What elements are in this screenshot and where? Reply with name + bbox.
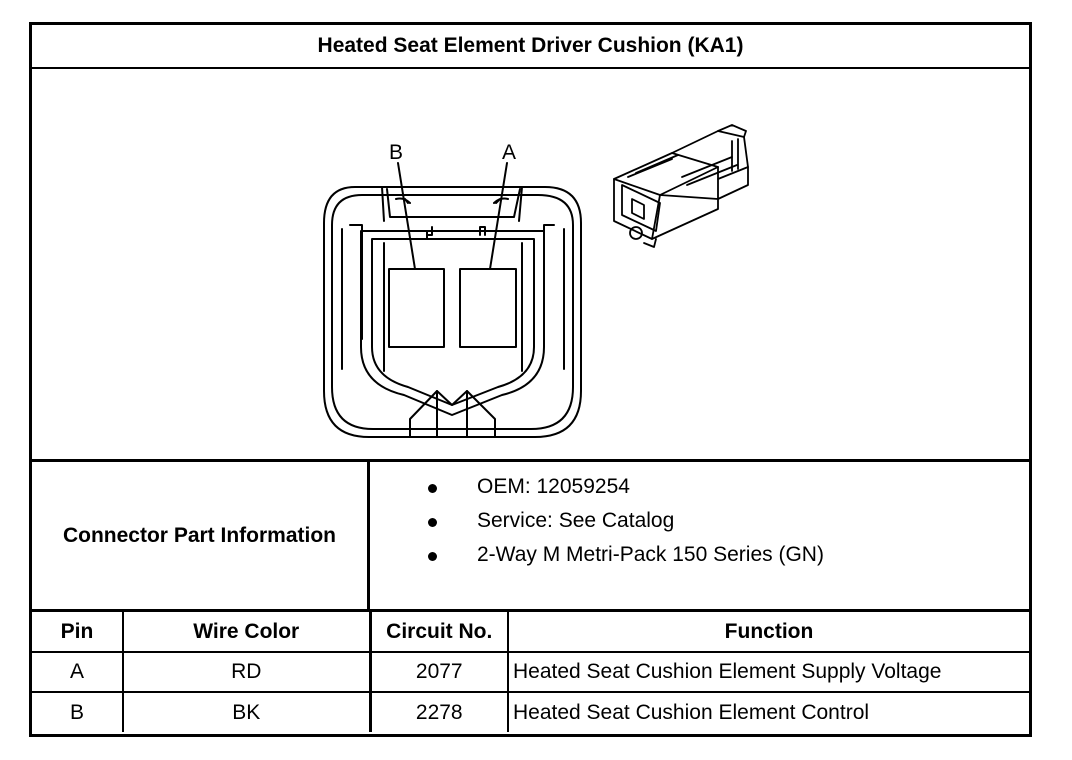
function-cell: Heated Seat Cushion Element Control <box>507 691 1029 732</box>
service-part-number: Service: See Catalog <box>477 509 675 532</box>
connector-diagram-area: B A <box>32 69 1029 462</box>
cavity-frame <box>360 230 545 416</box>
function-cell: Heated Seat Cushion Element Supply Volta… <box>507 651 1029 693</box>
table-row: A RD 2077 Heated Seat Cushion Element Su… <box>32 651 1029 693</box>
bottom-key <box>409 390 496 438</box>
sheet-title: Heated Seat Element Driver Cushion (KA1) <box>32 25 1029 69</box>
connector-latch <box>386 188 521 218</box>
keying-notch-right <box>479 226 486 236</box>
wire-color-cell: BK <box>122 691 371 732</box>
connector-housing-outline <box>323 186 582 438</box>
header-circuit-no: Circuit No. <box>368 612 509 653</box>
bullet-icon <box>428 552 437 561</box>
bullet-icon <box>428 518 437 527</box>
header-function: Function <box>507 612 1029 653</box>
pin-cell: B <box>32 691 124 732</box>
connector-info-sheet: Heated Seat Element Driver Cushion (KA1) <box>29 22 1032 737</box>
wire-color-cell: RD <box>122 651 371 693</box>
pin-b-leader <box>397 162 416 270</box>
pinout-table: Pin Wire Color Circuit No. Function A RD… <box>32 612 1029 732</box>
connector-face-diagram: B A <box>323 124 749 438</box>
pin-a-leader <box>489 162 508 270</box>
connector-part-info-list: OEM: 12059254 Service: See Catalog 2-Way… <box>370 462 1029 609</box>
terminal-cavity-b <box>388 268 445 348</box>
keying-notch-left <box>426 226 433 240</box>
pin-label-a: A <box>502 141 516 164</box>
header-wire-color: Wire Color <box>122 612 371 653</box>
connector-part-info-label: Connector Part Information <box>32 462 370 609</box>
connector-description: 2-Way M Metri-Pack 150 Series (GN) <box>477 543 824 566</box>
table-row: B BK 2278 Heated Seat Cushion Element Co… <box>32 691 1029 732</box>
bullet-icon <box>428 484 437 493</box>
pin-label-b: B <box>389 141 403 164</box>
table-header-row: Pin Wire Color Circuit No. Function <box>32 612 1029 653</box>
terminal-cavity-a <box>459 268 517 348</box>
pin-cell: A <box>32 651 124 693</box>
connector-part-info-row: Connector Part Information OEM: 12059254… <box>32 462 1029 612</box>
header-pin: Pin <box>32 612 124 653</box>
circuit-cell: 2077 <box>368 651 509 693</box>
connector-3d-sketch <box>613 124 749 248</box>
oem-part-number: OEM: 12059254 <box>477 475 630 498</box>
connector-housing-inner-rim <box>331 194 574 430</box>
circuit-cell: 2278 <box>368 691 509 732</box>
